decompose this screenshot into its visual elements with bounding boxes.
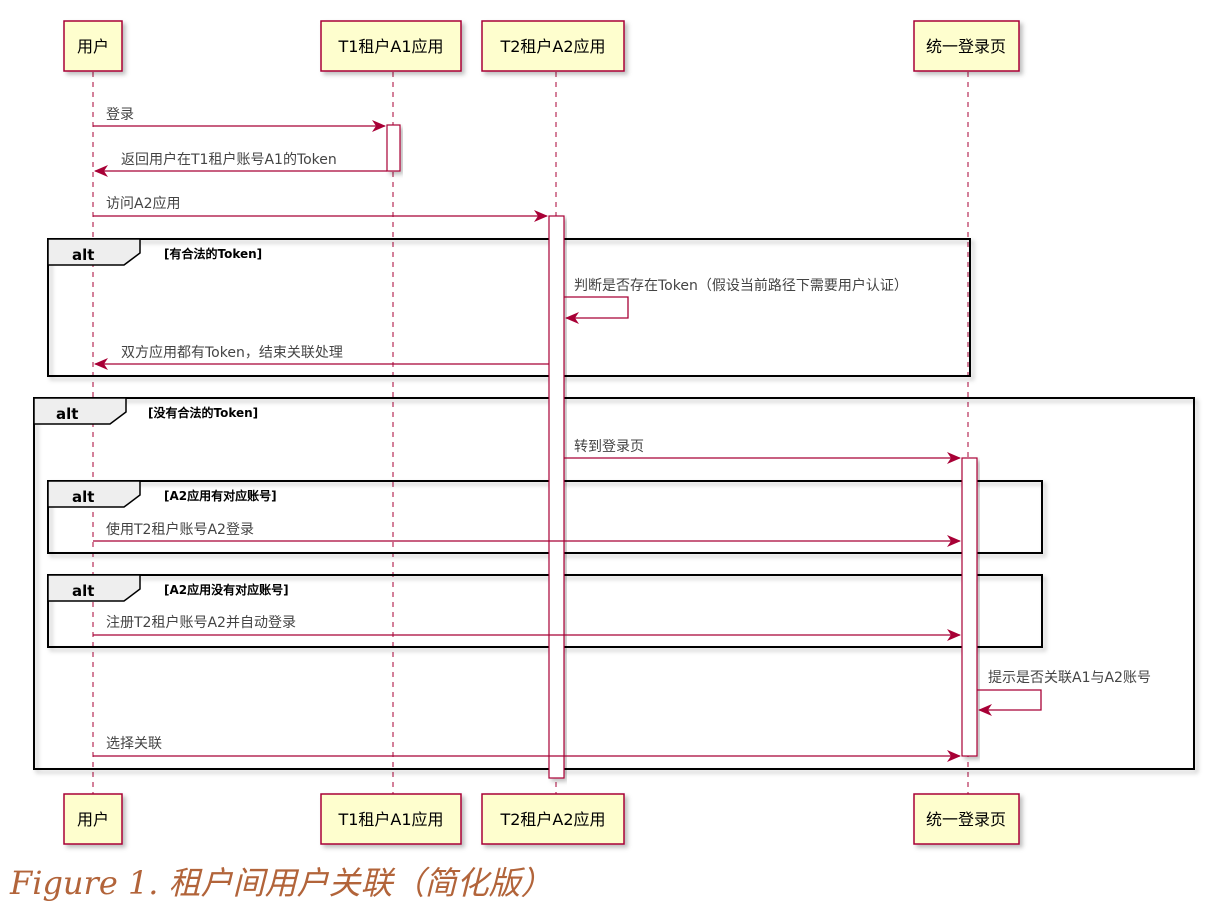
sequence-diagram: 用户 T1租户A1应用 T2租户A2应用 统一登录页 用户 T1租户A1应用 T… [33, 20, 1195, 845]
message-label: 访问A2应用 [106, 195, 180, 212]
fragment-guard: [A2应用没有对应账号] [164, 582, 289, 597]
fragment-keyword: alt [56, 405, 78, 423]
participant-t2-bottom: T2租户A2应用 [481, 793, 625, 845]
message-label: 转到登录页 [574, 439, 644, 455]
message-label: 登录 [106, 107, 134, 123]
fragment-alt-no-token: alt [没有合法的Token] [33, 397, 1195, 770]
message-label: 返回用户在T1租户账号A1的Token [121, 151, 337, 168]
message-label: 判断是否存在Token（假设当前路径下需要用户认证） [574, 277, 908, 294]
figure-caption: Figure 1. 租户间用户关联（简化版） [10, 858, 553, 904]
activation-t1 [386, 124, 401, 172]
figure-title: 租户间用户关联（简化版） [168, 864, 553, 902]
fragment-keyword: alt [72, 582, 94, 600]
figure-number: Figure 1. [10, 864, 159, 902]
activation-login [961, 457, 978, 757]
fragment-guard: [有合法的Token] [164, 246, 262, 261]
participant-label: 统一登录页 [926, 37, 1006, 56]
participant-label: 用户 [77, 810, 109, 829]
activation-t2 [548, 215, 565, 779]
participant-login-top: 统一登录页 [913, 20, 1020, 72]
message-arrow-prompt-link [977, 689, 1042, 716]
fragment-alt-no-account: alt [A2应用没有对应账号] [47, 574, 1043, 648]
participant-label: T1租户A1应用 [337, 37, 443, 56]
message-label: 双方应用都有Token，结束关联处理 [121, 344, 343, 361]
participant-label: T1租户A1应用 [337, 810, 443, 829]
participant-login-bottom: 统一登录页 [913, 793, 1020, 845]
participant-t2-top: T2租户A2应用 [481, 20, 625, 72]
fragment-alt-has-token: alt [有合法的Token] [47, 238, 971, 377]
fragment-guard: [没有合法的Token] [148, 405, 258, 420]
participant-label: T2租户A2应用 [499, 810, 605, 829]
participant-t1-top: T1租户A1应用 [320, 20, 462, 72]
fragment-alt-has-account: alt [A2应用有对应账号] [47, 480, 1043, 554]
participant-user-top: 用户 [63, 20, 123, 72]
participant-label: T2租户A2应用 [499, 37, 605, 56]
fragment-guard: [A2应用有对应账号] [164, 488, 277, 503]
participant-label: 统一登录页 [926, 810, 1006, 829]
participant-t1-bottom: T1租户A1应用 [320, 793, 462, 845]
participant-user-bottom: 用户 [63, 793, 123, 845]
fragment-keyword: alt [72, 246, 94, 264]
fragment-keyword: alt [72, 488, 94, 506]
participant-label: 用户 [77, 37, 109, 56]
message-label: 注册T2租户账号A2并自动登录 [106, 614, 296, 631]
message-arrow-self-check [564, 296, 629, 324]
message-label: 提示是否关联A1与A2账号 [988, 670, 1151, 686]
lifelines [92, 72, 969, 795]
message-label: 使用T2租户账号A2登录 [106, 521, 254, 538]
message-label: 选择关联 [106, 736, 162, 752]
